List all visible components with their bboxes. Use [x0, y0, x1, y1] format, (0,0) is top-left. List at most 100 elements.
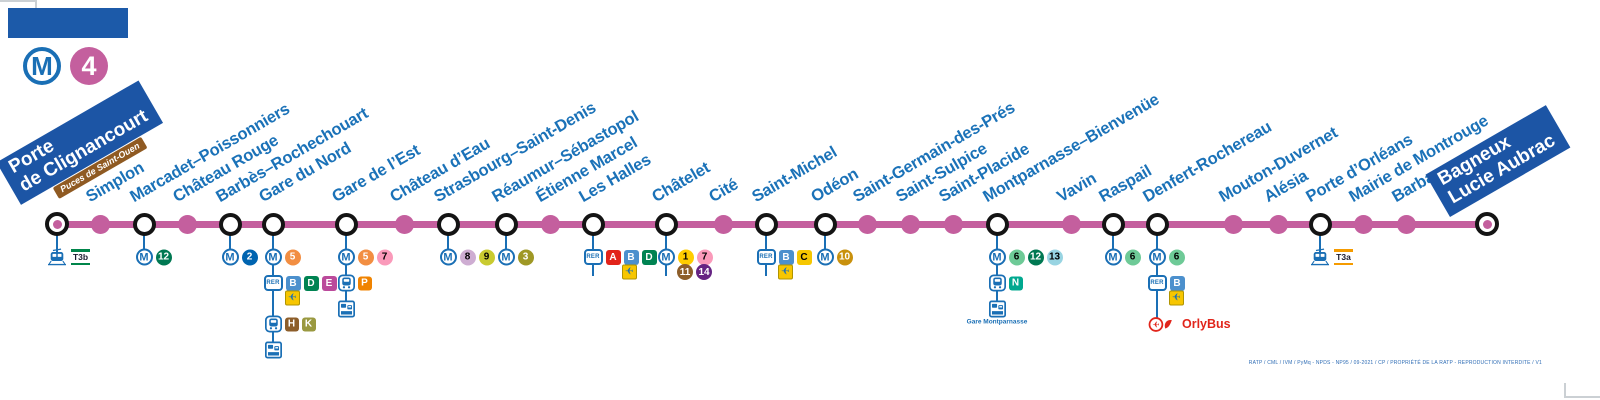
- station-marker: [1223, 214, 1243, 234]
- interchange-station-marker: [261, 212, 285, 236]
- connection-row: Gare Montparnasse: [967, 300, 1027, 326]
- metro-line-10-badge: 10: [836, 249, 853, 265]
- connection-row: ✈: [1169, 290, 1184, 306]
- metro-line-6-badge: 6: [1168, 249, 1185, 265]
- interchange-station-marker: [654, 212, 678, 236]
- station-marker: [1353, 214, 1373, 234]
- terminus-station-marker: [45, 212, 69, 236]
- metro-roundel-icon: M: [23, 47, 61, 85]
- station-connector-line: [143, 234, 145, 261]
- mainline-station-icon: [337, 300, 355, 318]
- metro-roundel-icon: M: [988, 248, 1006, 266]
- metro-line-12-badge: 12: [1027, 249, 1044, 265]
- station-connector-line: [447, 234, 449, 261]
- rer-D-badge: D: [303, 275, 319, 291]
- connection-row: ✈: [285, 290, 300, 306]
- metro-roundel-icon: M: [439, 248, 457, 266]
- connection-row: ✈OrlyBus: [1148, 315, 1231, 333]
- station-marker: [177, 214, 197, 234]
- interchange-station-marker: [1308, 212, 1332, 236]
- metro-roundel-icon: M: [1104, 248, 1122, 266]
- station-marker: [394, 214, 414, 234]
- orlybus-logo: ✈: [1148, 316, 1178, 333]
- crop-mark-top-left: [0, 0, 37, 13]
- station-marker: [540, 214, 560, 234]
- header-banner: [8, 8, 128, 38]
- station-connector-line: [1319, 234, 1321, 261]
- rer-B-badge: B: [623, 249, 639, 265]
- airport-plane-icon: ✈: [778, 264, 793, 280]
- transilien-N-badge: N: [1008, 276, 1023, 290]
- suburban-train-icon: [988, 274, 1006, 292]
- interchange-station-marker: [494, 212, 518, 236]
- metro-line-8-badge: 8: [459, 249, 476, 265]
- suburban-train-icon: [264, 315, 282, 333]
- tram-icon: [47, 248, 67, 266]
- tram-icon: [1310, 248, 1330, 266]
- metro-line-5-badge: 5: [284, 249, 301, 265]
- station-marker: [857, 214, 877, 234]
- interchange-station-marker: [1145, 212, 1169, 236]
- orlybus-connection: ✈OrlyBus: [1148, 315, 1231, 333]
- station-connector-line: [345, 234, 347, 313]
- airport-plane-icon: ✈: [285, 290, 300, 306]
- svg-text:✈: ✈: [1152, 319, 1159, 329]
- metro-line-13-badge: 13: [1046, 249, 1063, 265]
- rer-icon: RER: [756, 249, 776, 265]
- metro-line-7-badge: 7: [376, 249, 393, 265]
- tram-line-label-T3a: T3a: [1333, 249, 1354, 265]
- connection-row: [264, 341, 282, 359]
- transilien-H-badge: H: [284, 317, 299, 331]
- station-connector-line: [1112, 234, 1114, 261]
- metro-line-1-badge: 1: [677, 249, 694, 265]
- rer-B-badge: B: [285, 275, 301, 291]
- station-connector-line: [56, 234, 58, 261]
- airport-plane-icon: ✈: [1169, 290, 1184, 306]
- metro-line-6-badge: 6: [1124, 249, 1141, 265]
- metro-line-7-badge: 7: [696, 249, 713, 265]
- interchange-station-marker: [581, 212, 605, 236]
- mainline-station-icon: Gare Montparnasse: [967, 300, 1027, 326]
- rer-icon: RER: [583, 249, 603, 265]
- rer-icon: RER: [1147, 275, 1167, 291]
- station-label: Châtelet: [649, 158, 713, 206]
- suburban-train-icon: [337, 274, 355, 292]
- connection-row: ✈: [778, 264, 793, 280]
- interchange-station-marker: [813, 212, 837, 236]
- mainline-station-icon: [264, 341, 282, 359]
- station-marker: [943, 214, 963, 234]
- rer-C-badge: C: [796, 249, 812, 265]
- station-marker: [900, 214, 920, 234]
- station-connector-line: [824, 234, 826, 261]
- metro-roundel-icon: M: [657, 248, 675, 266]
- metro-roundel-icon: M: [497, 248, 515, 266]
- copyright-note: RATP / CML / IVM / PyMq - NPDS - NP95 / …: [1248, 360, 1542, 366]
- station-connector-line: [505, 234, 507, 261]
- metro-roundel-icon: M: [1148, 248, 1166, 266]
- station-label: Vavin: [1054, 169, 1100, 206]
- rer-A-badge: A: [605, 249, 621, 265]
- metro-line-6-badge: 6: [1008, 249, 1025, 265]
- transilien-K-badge: K: [301, 317, 316, 331]
- interchange-station-marker: [334, 212, 358, 236]
- interchange-station-marker: [436, 212, 460, 236]
- metro-line-2-badge: 2: [241, 249, 258, 265]
- line-4-badge: 4: [70, 47, 108, 85]
- station-hall-caption: Gare Montparnasse: [966, 318, 1028, 326]
- station-marker: [713, 214, 733, 234]
- metro-line-9-badge: 9: [478, 249, 495, 265]
